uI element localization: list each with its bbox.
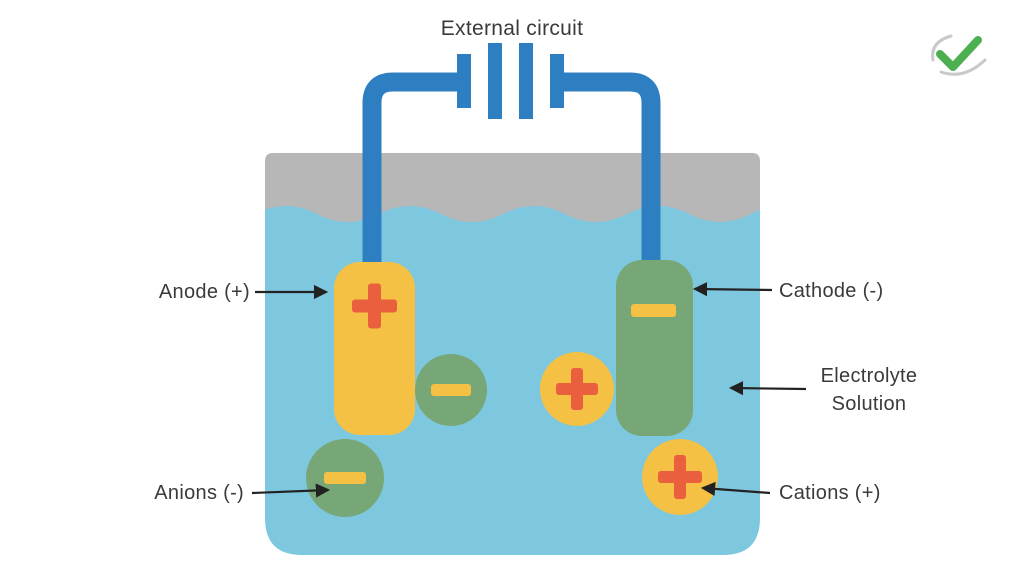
cathode-body <box>616 260 693 436</box>
cathode-label: Cathode (-) <box>779 280 884 302</box>
anode-label: Anode (+) <box>158 281 250 303</box>
anions-arrow <box>251 483 331 498</box>
battery-bar <box>550 54 564 108</box>
anions-label: Anions (-) <box>154 482 244 504</box>
battery-symbol-icon <box>457 43 564 119</box>
plus-icon <box>556 368 598 410</box>
wire-right <box>564 72 661 278</box>
wire-left <box>362 72 457 278</box>
checkmark-logo-icon <box>931 34 987 76</box>
minus-icon <box>324 472 366 484</box>
electrolyte-solution-label: Electrolyte Solution <box>820 365 918 415</box>
plus-icon <box>352 283 397 329</box>
cation-middle <box>540 352 614 426</box>
anion-middle <box>415 354 487 426</box>
minus-icon <box>431 384 471 396</box>
anode-electrode <box>334 262 415 435</box>
minus-icon <box>631 304 676 317</box>
external-circuit-label: External circuit <box>440 17 584 40</box>
electrolyte-arrow <box>728 381 807 396</box>
cations-label: Cations (+) <box>779 482 881 504</box>
cathode-electrode <box>616 260 693 436</box>
battery-bar <box>488 43 502 119</box>
anion-bottom <box>306 439 384 517</box>
cathode-arrow <box>692 282 773 297</box>
battery-bar <box>457 54 471 108</box>
battery-bar <box>519 43 533 119</box>
plus-icon <box>658 455 702 499</box>
cation-bottom <box>642 439 718 515</box>
cations-arrow <box>700 481 771 497</box>
